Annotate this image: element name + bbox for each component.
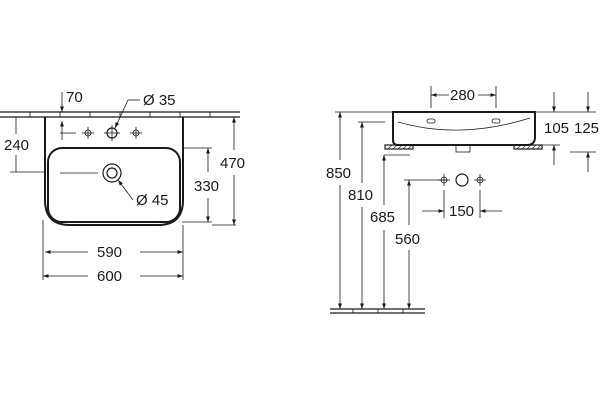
cold-water-icon [438, 174, 450, 186]
dim-total-width: 600 [43, 268, 183, 285]
wall-line [0, 111, 240, 118]
dim-bowl-depth-label: 330 [194, 178, 219, 195]
dim-drain: Ø 45 [117, 179, 169, 209]
plan-view: 70 Ø 35 240 Ø 45 330 [0, 89, 245, 285]
floor-line [330, 308, 425, 314]
dim-drain-label: Ø 45 [136, 192, 169, 209]
drain-icon [60, 163, 122, 183]
waste-outlet [455, 144, 471, 153]
dim-tap-hole-label: Ø 35 [143, 92, 176, 109]
side-holes [426, 118, 501, 124]
waste-connection-icon [455, 173, 469, 187]
dim-water-height-label: 685 [370, 209, 395, 226]
dim-back-depth-label: 240 [4, 137, 29, 154]
tap-holes [60, 125, 142, 141]
basin-outline [44, 117, 184, 226]
dim-water-spacing: 150 [422, 190, 502, 220]
dim-water-height: 685 [370, 154, 410, 309]
basin-interior-curve [397, 117, 531, 131]
hot-water-icon [474, 174, 486, 186]
side-view: 280 105 125 [326, 86, 599, 314]
mounting-brackets [384, 144, 543, 150]
dim-total-width-label: 600 [97, 268, 122, 285]
dim-inner-width-label: 590 [97, 244, 122, 261]
dim-total-height-label: 125 [574, 120, 599, 137]
dim-tap-hole: Ø 35 [114, 92, 176, 129]
dim-total-depth: 470 [212, 117, 245, 226]
dim-bowl-depth: 330 [182, 147, 219, 223]
tap-hole-right-icon [130, 127, 142, 139]
dim-inner-height-label: 105 [544, 120, 569, 137]
bowl-outline [47, 147, 181, 223]
dim-inner-width: 590 [42, 220, 184, 280]
dim-inner-height: 105 [535, 92, 569, 165]
water-connections [438, 173, 486, 187]
dim-back-depth: 240 [4, 117, 45, 173]
dim-tap-offset: 70 [60, 89, 83, 140]
dim-bracket-spacing: 280 [430, 86, 497, 108]
dim-total-height: 125 [560, 92, 599, 172]
dim-bottom-height-label: 810 [348, 187, 373, 204]
tap-hole-left-icon [82, 127, 94, 139]
dim-bottom-height: 810 [348, 121, 385, 309]
dim-waste-height-label: 560 [395, 231, 420, 248]
dim-waste-height: 560 [395, 179, 448, 309]
dim-tap-offset-label: 70 [66, 89, 83, 106]
dim-water-spacing-label: 150 [449, 203, 474, 220]
basin-profile [392, 111, 536, 146]
tap-hole-center-icon [104, 125, 120, 141]
dim-rim-height: 850 [326, 111, 393, 309]
dim-bracket-spacing-label: 280 [450, 87, 475, 104]
dim-total-depth-label: 470 [220, 155, 245, 172]
dim-rim-height-label: 850 [326, 165, 351, 182]
